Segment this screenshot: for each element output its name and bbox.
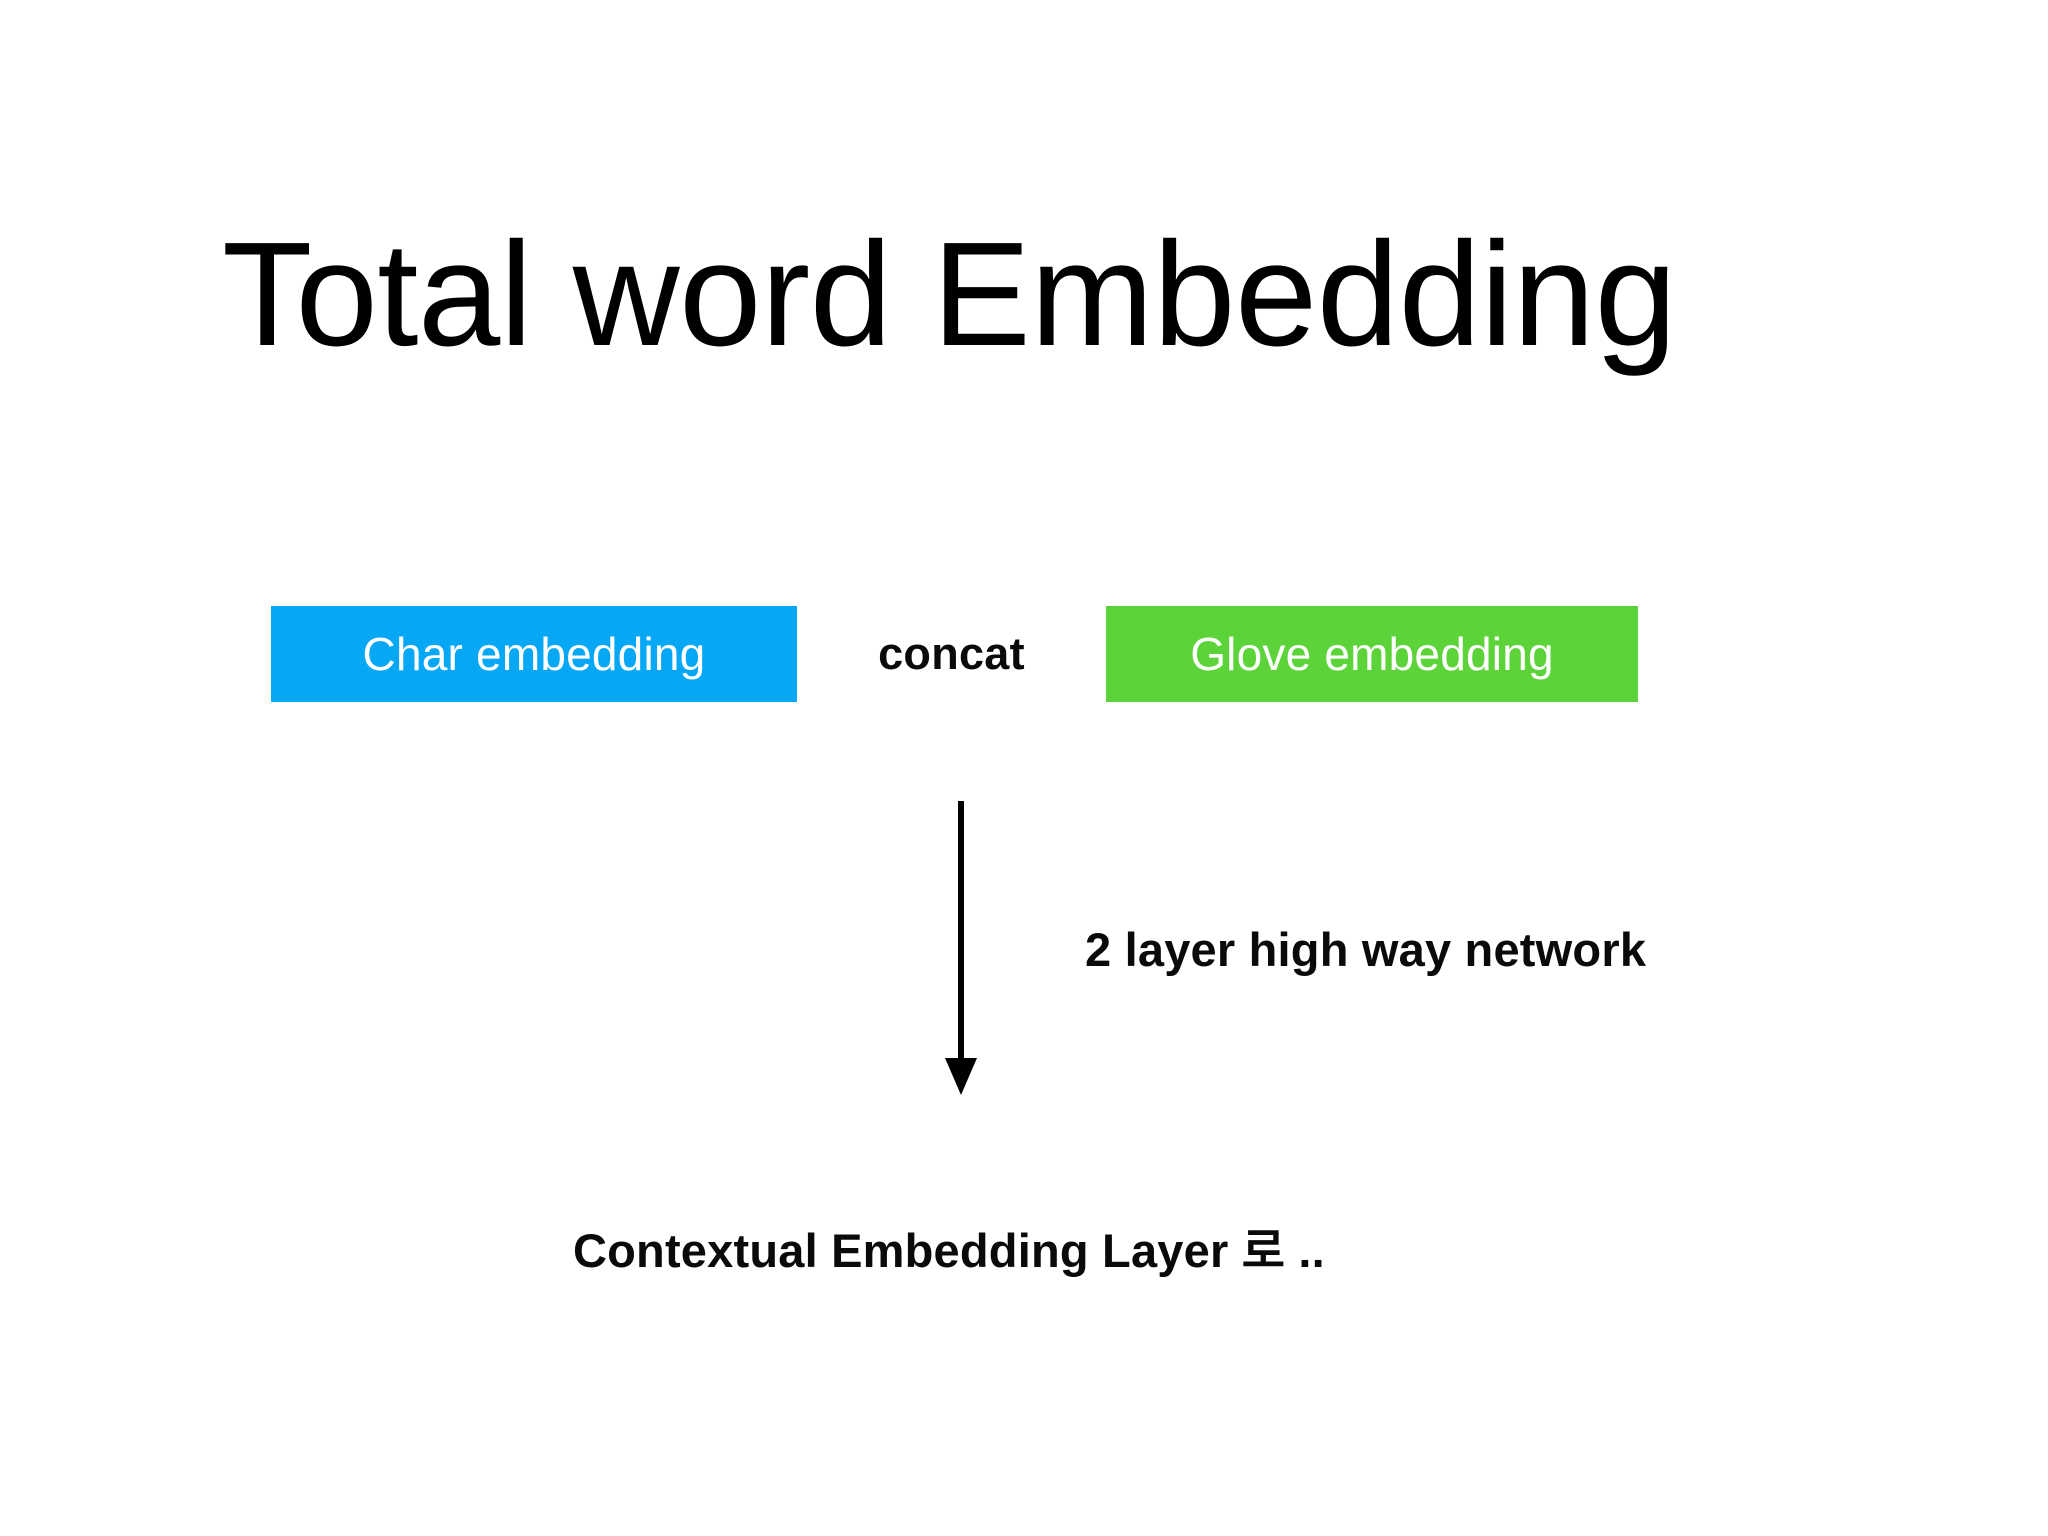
glove-embedding-label: Glove embedding [1190,628,1554,680]
contextual-embedding-caption: Contextual Embedding Layer 로 .. [573,1224,1325,1277]
glove-embedding-box: Glove embedding [1106,606,1638,702]
page-title: Total word Embedding [222,212,1677,378]
concat-label: concat [878,628,1025,679]
highway-network-label: 2 layer high way network [1085,923,1647,976]
down-arrow-icon [905,795,1025,1105]
embedding-row: Char embedding concat Glove embedding [0,606,2048,702]
char-embedding-label: Char embedding [362,628,706,680]
char-embedding-box: Char embedding [271,606,797,702]
